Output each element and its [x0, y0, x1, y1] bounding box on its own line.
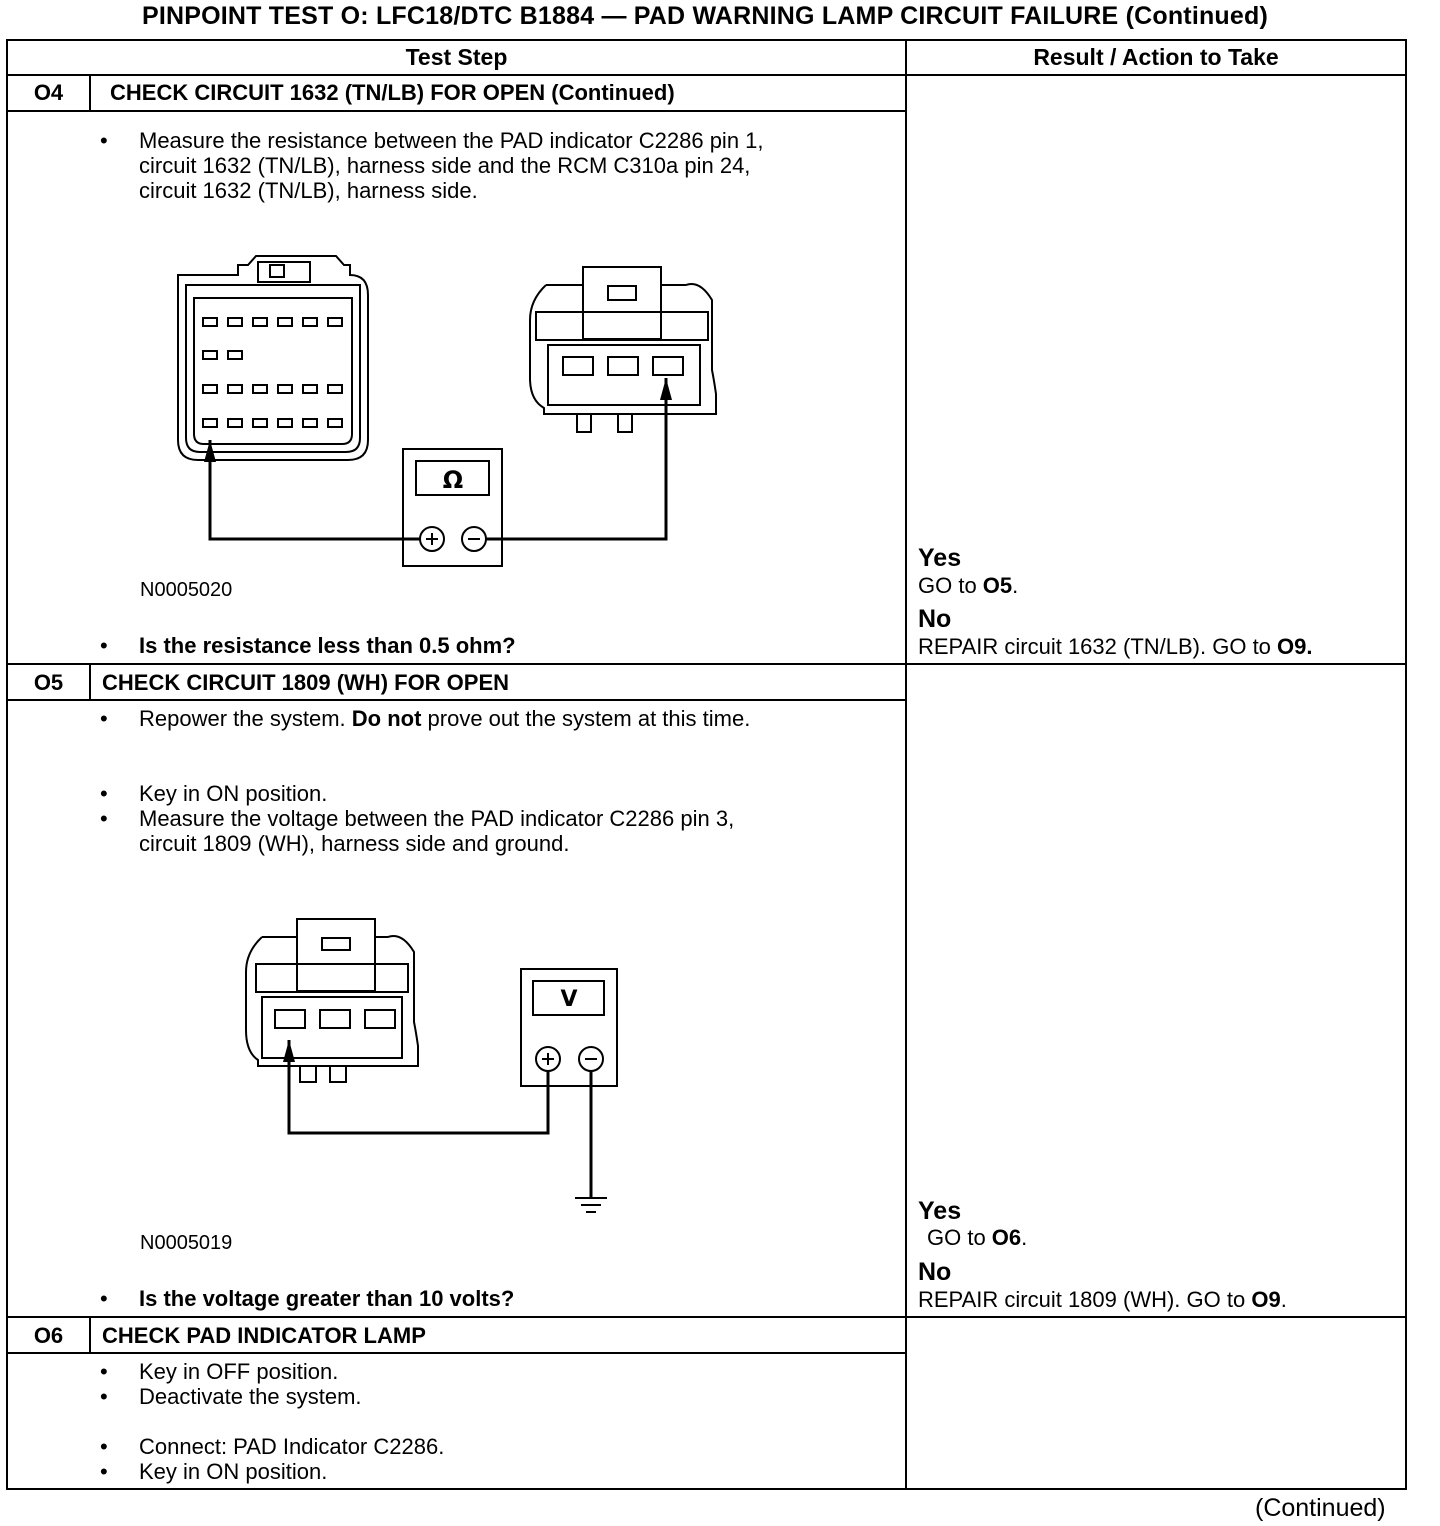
continued-footer: (Continued): [1255, 1494, 1386, 1522]
yes-label: Yes: [918, 1197, 962, 1225]
bullet-icon: •: [100, 781, 108, 806]
yes-label: Yes: [918, 544, 962, 572]
figure-id: N0005019: [140, 1232, 233, 1254]
page-title: PINPOINT TEST O: LFC18/DTC B1884 — PAD W…: [141, 2, 1269, 30]
no-action: REPAIR circuit 1632 (TN/LB). GO to O9.: [918, 634, 1313, 659]
step-instruction: Deactivate the system.: [139, 1384, 362, 1409]
ohm-symbol: Ω: [443, 466, 463, 494]
test-leads: [287, 1040, 593, 1198]
step-instruction: Key in ON position.: [139, 1459, 328, 1484]
no-action: REPAIR circuit 1809 (WH). GO to O9.: [918, 1287, 1287, 1312]
step-instruction: Measure the voltage between the PAD indi…: [139, 806, 735, 856]
step-instruction: Key in OFF position.: [139, 1359, 339, 1384]
test-leads: [208, 378, 668, 541]
bullet-icon: •: [100, 633, 108, 658]
no-label: No: [918, 605, 952, 633]
bullet-icon: •: [100, 1434, 108, 1459]
yes-action: GO to O5.: [918, 573, 1019, 598]
step-instruction: Connect: PAD Indicator C2286.: [139, 1434, 445, 1459]
step-title: CHECK PAD INDICATOR LAMP: [102, 1323, 426, 1348]
step-id: O5: [33, 670, 64, 695]
bullet-icon: •: [100, 1384, 108, 1409]
step-instruction: Measure the resistance between the PAD i…: [139, 128, 764, 203]
step-id: O4: [33, 80, 64, 105]
rcm-pins: [202, 317, 343, 428]
bullet-icon: •: [100, 706, 108, 731]
step-question: Is the resistance less than 0.5 ohm?: [139, 633, 516, 658]
bullet-icon: •: [100, 806, 108, 831]
step-id: O6: [33, 1323, 64, 1348]
step-instruction: Key in ON position.: [139, 781, 328, 806]
header-result: Result / Action to Take: [1033, 44, 1279, 70]
step-title: CHECK CIRCUIT 1632 (TN/LB) FOR OPEN (Con…: [110, 80, 675, 105]
pad-connector: [529, 266, 717, 433]
bullet-icon: •: [100, 1459, 108, 1484]
figure-id: N0005020: [140, 579, 233, 601]
voltmeter: [520, 968, 618, 1087]
bullet-icon: •: [100, 1286, 108, 1311]
bullet-icon: •: [100, 128, 108, 153]
pad-connector: [245, 918, 419, 1083]
step-title: CHECK CIRCUIT 1809 (WH) FOR OPEN: [102, 670, 510, 695]
yes-action: GO to O6.: [927, 1225, 1028, 1250]
step-instruction: Repower the system. Do not prove out the…: [139, 706, 751, 731]
ohmmeter: [402, 448, 503, 567]
ground-icon: [575, 1197, 607, 1213]
bullet-icon: •: [100, 1359, 108, 1384]
voltmeter-connector-diagram: V: [245, 918, 618, 1213]
no-label: No: [918, 1258, 952, 1286]
step-question: Is the voltage greater than 10 volts?: [139, 1286, 515, 1311]
volt-symbol: V: [560, 987, 577, 1012]
ohmmeter-connector-diagram: Ω: [177, 255, 717, 567]
header-test-step: Test Step: [405, 44, 508, 70]
